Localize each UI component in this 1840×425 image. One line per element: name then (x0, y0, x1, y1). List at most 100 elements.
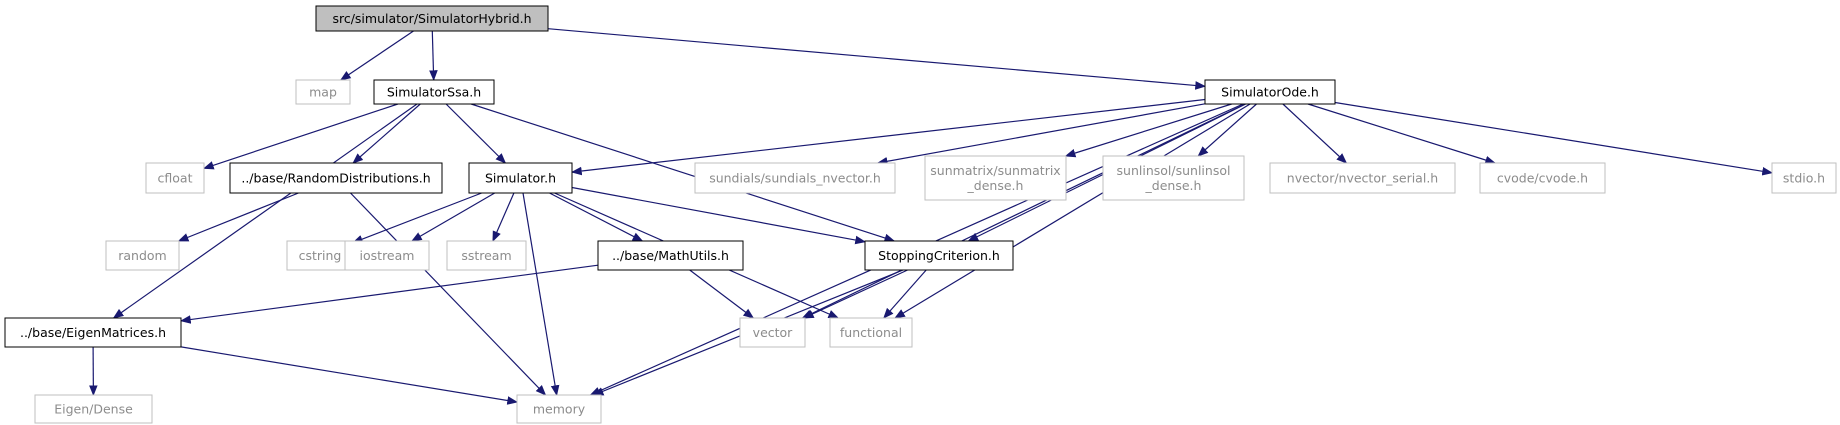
edge-ode-to-sunlinsol (1197, 103, 1257, 157)
edge-root-to-ode (547, 28, 1207, 90)
node-stdio: stdio.h (1771, 162, 1837, 194)
edge-stopping-to-vector (802, 269, 908, 319)
node-ssa-box (373, 79, 495, 105)
node-root-box (315, 5, 549, 32)
edge-ssa-to-eigenmat (112, 103, 418, 319)
node-sunlinsol-box (1102, 155, 1245, 201)
node-vector-box (739, 317, 806, 348)
node-root-label: src/simulator/SimulatorHybrid.h (332, 11, 531, 26)
node-eigenmat-box (4, 317, 182, 348)
node-vector: vector (739, 317, 806, 348)
node-eigenmat-label: ../base/EigenMatrices.h (20, 325, 166, 340)
node-memory: memory (516, 394, 602, 424)
edge-ode-to-nvector (1282, 103, 1348, 164)
node-cvode-label: cvode/cvode.h (1497, 171, 1588, 186)
node-iostream-box (344, 240, 430, 271)
edge-simulator-to-iostream (411, 192, 496, 242)
node-stopping[interactable]: StoppingCriterion.h (864, 240, 1014, 271)
node-ssa[interactable]: SimulatorSsa.h (373, 79, 495, 105)
node-cstring-box (286, 240, 354, 271)
node-root[interactable]: src/simulator/SimulatorHybrid.h (315, 5, 549, 32)
dependency-edges (89, 28, 1774, 405)
node-sunmatrix-label: sunmatrix/sunmatrix (930, 163, 1060, 178)
node-eigendense: Eigen/Dense (34, 394, 153, 424)
node-nvector-box (1269, 162, 1456, 194)
node-simulator-box (468, 162, 573, 194)
edge-mathutils-to-eigenmat (179, 264, 599, 324)
node-sundials-label: sundials/sundials_nvector.h (709, 171, 881, 186)
edge-mathutils-to-vector (689, 269, 755, 319)
edge-simulator-to-memory (522, 192, 560, 397)
node-cstring: cstring (286, 240, 354, 271)
node-map-label: map (309, 85, 337, 100)
node-eigenmat[interactable]: ../base/EigenMatrices.h (4, 317, 182, 348)
node-vector-label: vector (753, 325, 794, 340)
node-eigendense-label: Eigen/Dense (54, 402, 133, 417)
edge-simulator-to-mathutils (549, 192, 644, 242)
node-map-box (295, 79, 351, 105)
node-randdist-label: ../base/RandomDistributions.h (241, 171, 430, 186)
node-cvode: cvode/cvode.h (1479, 162, 1606, 194)
node-mathutils-box (597, 240, 744, 271)
edge-simulator-to-sstream (492, 192, 515, 242)
edge-root-to-ssa (429, 30, 438, 82)
node-mathutils-label: ../base/MathUtils.h (612, 248, 729, 263)
node-simulator[interactable]: Simulator.h (468, 162, 573, 194)
edge-ode-to-sundials (876, 103, 1206, 166)
node-cstring-label: cstring (299, 248, 342, 263)
node-sundials-box (694, 162, 896, 194)
node-stopping-label: StoppingCriterion.h (878, 248, 1000, 263)
node-iostream: iostream (344, 240, 430, 271)
node-simulator-label: Simulator.h (485, 171, 556, 186)
edge-ssa-to-stopping (470, 103, 896, 243)
edge-randdist-to-memory (350, 192, 547, 396)
node-cfloat-label: cfloat (158, 171, 193, 186)
node-randdist-box (229, 162, 443, 194)
node-cfloat-box (145, 162, 205, 194)
node-sunlinsol-label: sunlinsol/sunlinsol (1117, 163, 1231, 178)
node-stdio-label: stdio.h (1783, 171, 1825, 186)
node-sundials: sundials/sundials_nvector.h (694, 162, 896, 194)
node-iostream-label: iostream (360, 248, 415, 263)
node-stopping-box (864, 240, 1014, 271)
edge-simulator-to-cstring (351, 192, 482, 244)
edge-ode-to-cvode (1307, 103, 1497, 165)
edge-ssa-to-cfloat (202, 103, 399, 170)
edge-root-to-map (339, 30, 414, 81)
edge-ode-to-functional (894, 103, 1251, 319)
node-sunmatrix: sunmatrix/sunmatrix_dense.h (924, 155, 1067, 201)
node-memory-box (516, 394, 602, 424)
node-functional-label: functional (840, 325, 902, 340)
node-sunmatrix-label: _dense.h (967, 178, 1024, 193)
node-nvector: nvector/nvector_serial.h (1269, 162, 1456, 194)
node-sstream: sstream (446, 240, 527, 271)
node-ssa-label: SimulatorSsa.h (387, 85, 481, 100)
node-memory-label: memory (533, 402, 586, 417)
edge-ode-to-sunmatrix (1064, 103, 1232, 158)
edge-randdist-to-random (177, 192, 299, 242)
node-mathutils[interactable]: ../base/MathUtils.h (597, 240, 744, 271)
node-functional: functional (829, 317, 913, 348)
edge-eigenmat-to-memory (180, 346, 519, 405)
edge-ssa-to-randdist (352, 103, 421, 164)
node-map: map (295, 79, 351, 105)
node-random: random (105, 240, 180, 271)
edge-ode-to-simulator (570, 98, 1206, 176)
node-ode[interactable]: SimulatorOde.h (1204, 79, 1336, 105)
node-cvode-box (1479, 162, 1606, 194)
node-sstream-label: sstream (461, 248, 511, 263)
node-sstream-box (446, 240, 527, 271)
node-random-label: random (118, 248, 166, 263)
node-randdist[interactable]: ../base/RandomDistributions.h (229, 162, 443, 194)
node-stdio-box (1771, 162, 1837, 194)
node-ode-label: SimulatorOde.h (1221, 85, 1319, 100)
node-functional-box (829, 317, 913, 348)
node-eigendense-box (34, 394, 153, 424)
node-sunlinsol-label: _dense.h (1145, 178, 1202, 193)
edge-ssa-to-simulator (445, 103, 507, 164)
node-sunlinsol: sunlinsol/sunlinsol_dense.h (1102, 155, 1245, 201)
node-sunmatrix-box (924, 155, 1067, 201)
node-ode-box (1204, 79, 1336, 105)
